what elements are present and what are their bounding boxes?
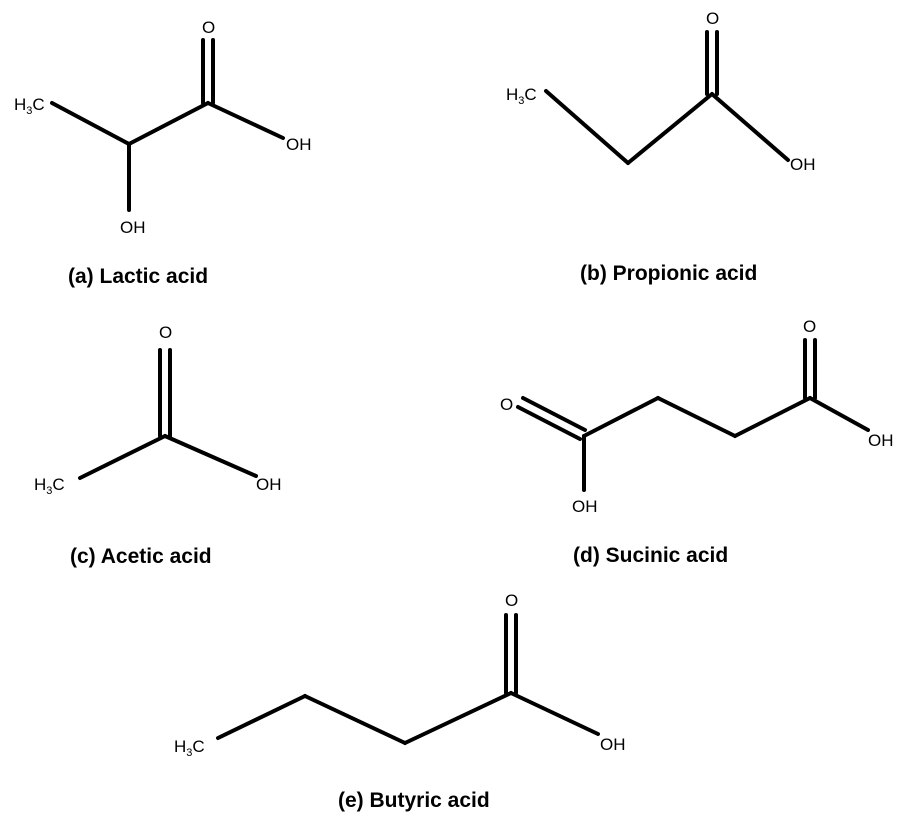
carboxyl-oh-label: OH	[256, 475, 282, 494]
bond-carboxyl-oh	[509, 691, 600, 736]
bond-ch3-carboxyl	[78, 434, 167, 480]
bond-left-carboxyl-ch2	[582, 396, 660, 438]
bond-ch2a-ch2b	[303, 694, 407, 745]
bond-carboxyl-oh	[206, 101, 285, 140]
bond-ch2-ch2	[656, 396, 737, 438]
caption-butyric-acid: (e) Butyric acid	[338, 789, 490, 812]
ch3-subscript: 3	[186, 747, 192, 759]
molecule-butyric-acid: H3C OH O (e) Butyric acid	[174, 591, 626, 812]
carbonyl-o-label: O	[505, 591, 518, 610]
ch3-c: C	[192, 737, 204, 756]
right-oh-label: OH	[868, 431, 894, 450]
carboxyl-oh-label: OH	[790, 155, 816, 174]
carboxyl-oh-label: OH	[600, 735, 626, 754]
ch3-c: C	[52, 475, 64, 494]
caption-acetic-acid: (c) Acetic acid	[70, 545, 212, 568]
bond-calpha-carboxyl	[127, 101, 210, 146]
molecule-propionic-acid: H3C OH O (b) Propionic acid	[506, 9, 816, 285]
ch3-subscript: 3	[518, 95, 524, 107]
double-bond-left-c-o-1	[521, 396, 587, 432]
carbonyl-o-label: O	[159, 323, 172, 342]
caption-propionic-acid: (b) Propionic acid	[580, 262, 757, 285]
alpha-oh-label: OH	[120, 218, 146, 237]
molecule-acetic-acid: H3C OH O (c) Acetic acid	[34, 323, 282, 568]
molecule-lactic-acid: H3C OH OH O (a) Lactic acid	[14, 18, 312, 288]
ch3-label: H3C	[34, 475, 65, 497]
ch3-label: H3C	[174, 737, 205, 759]
bond-ch3-calpha	[50, 101, 131, 146]
caption-succinic-acid: (d) Sucinic acid	[573, 544, 728, 567]
bond-ch2-carboxyl	[626, 92, 714, 165]
ch3-h: H	[174, 737, 186, 756]
bond-ch3-ch2	[544, 89, 630, 165]
bond-ch2-right-carboxyl	[733, 396, 812, 438]
carboxyl-oh-label: OH	[286, 135, 312, 154]
ch3-c: C	[32, 95, 44, 114]
bond-carboxyl-oh	[163, 434, 258, 478]
ch3-c: C	[524, 85, 536, 104]
ch3-h: H	[34, 475, 46, 494]
ch3-label: H3C	[14, 95, 45, 117]
molecule-succinic-acid: O OH O OH (d) Sucinic acid	[500, 317, 894, 567]
carbonyl-o-label: O	[706, 9, 719, 28]
bond-ch3-ch2a	[216, 694, 307, 740]
left-oh-label: OH	[572, 497, 598, 516]
double-bond-left-c-o-2	[516, 405, 582, 441]
ch3-label: H3C	[506, 85, 537, 107]
ch3-h: H	[14, 95, 26, 114]
ch3-h: H	[506, 85, 518, 104]
caption-lactic-acid: (a) Lactic acid	[68, 265, 208, 288]
bond-carboxyl-oh	[710, 92, 790, 162]
bond-right-carboxyl-oh	[808, 396, 870, 432]
carbonyl-o-label: O	[202, 18, 215, 37]
bond-ch2b-carboxyl	[403, 691, 513, 745]
right-carbonyl-o-label: O	[803, 317, 816, 336]
left-carbonyl-o-label: O	[500, 395, 513, 414]
ch3-subscript: 3	[46, 485, 52, 497]
ch3-subscript: 3	[26, 105, 32, 117]
